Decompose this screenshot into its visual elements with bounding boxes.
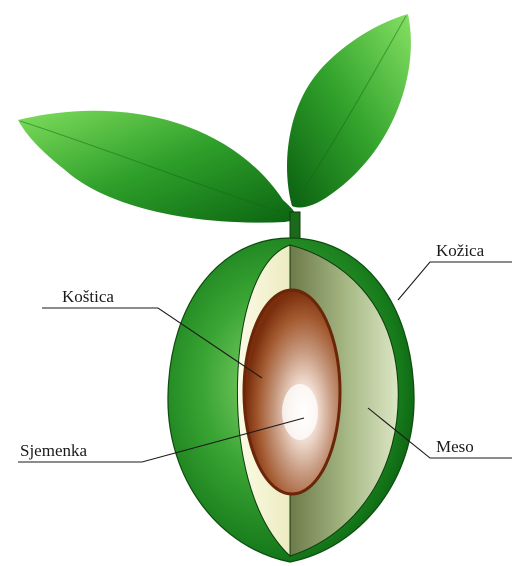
right-leaf xyxy=(287,14,411,208)
label-kozica: Kožica xyxy=(436,241,485,260)
label-sjemenka: Sjemenka xyxy=(20,441,87,460)
left-leaf xyxy=(18,111,296,223)
seed xyxy=(282,384,318,440)
label-kostica: Koštica xyxy=(62,287,114,306)
kozica-leader xyxy=(398,262,512,300)
label-meso: Meso xyxy=(436,437,474,456)
